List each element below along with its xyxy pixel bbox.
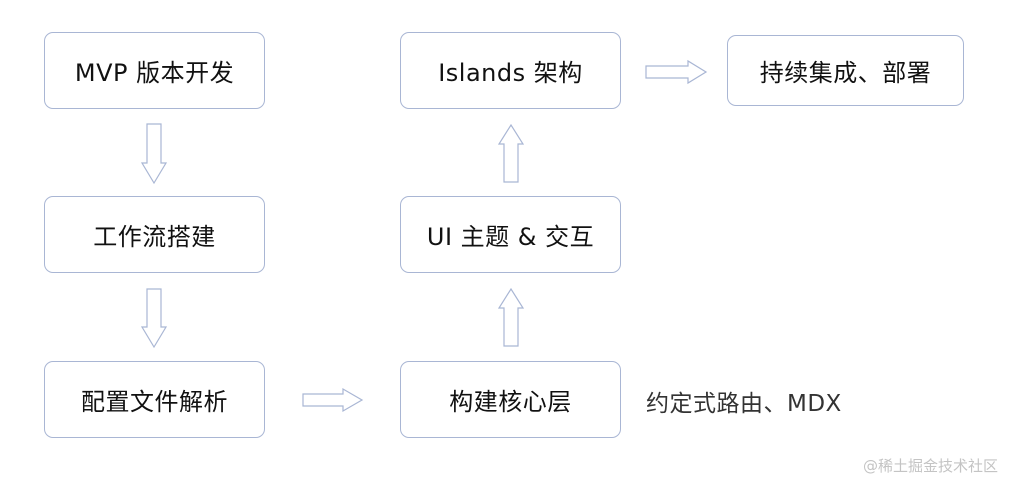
- node-core-layer: 构建核心层: [400, 361, 621, 438]
- node-ci-label: 持续集成、部署: [759, 59, 932, 87]
- arrow-up-ui-to-islands: [497, 123, 525, 183]
- node-config-parsing: 配置文件解析: [44, 361, 265, 438]
- arrow-right-islands-to-ci: [645, 59, 708, 85]
- node-islands-label: Islands 架构: [438, 59, 583, 87]
- arrow-up-core-to-ui: [497, 287, 525, 347]
- arrow-down-workflow-to-config: [140, 288, 168, 349]
- node-workflow-label: 工作流搭建: [93, 223, 216, 251]
- core-layer-note: 约定式路由、MDX: [646, 391, 842, 417]
- node-ui-theme: UI 主题 & 交互: [400, 196, 621, 273]
- node-ui-label: UI 主题 & 交互: [426, 223, 595, 251]
- node-config-label: 配置文件解析: [81, 388, 228, 416]
- node-core-label: 构建核心层: [449, 388, 572, 416]
- watermark: @稀土掘金技术社区: [862, 457, 998, 475]
- node-islands-architecture: Islands 架构: [400, 32, 621, 109]
- node-continuous-integration: 持续集成、部署: [727, 35, 964, 106]
- node-mvp-label: MVP 版本开发: [74, 59, 235, 87]
- node-workflow-setup: 工作流搭建: [44, 196, 265, 273]
- arrow-right-config-to-core: [302, 387, 364, 413]
- arrow-down-mvp-to-workflow: [140, 123, 168, 185]
- node-mvp-development: MVP 版本开发: [44, 32, 265, 109]
